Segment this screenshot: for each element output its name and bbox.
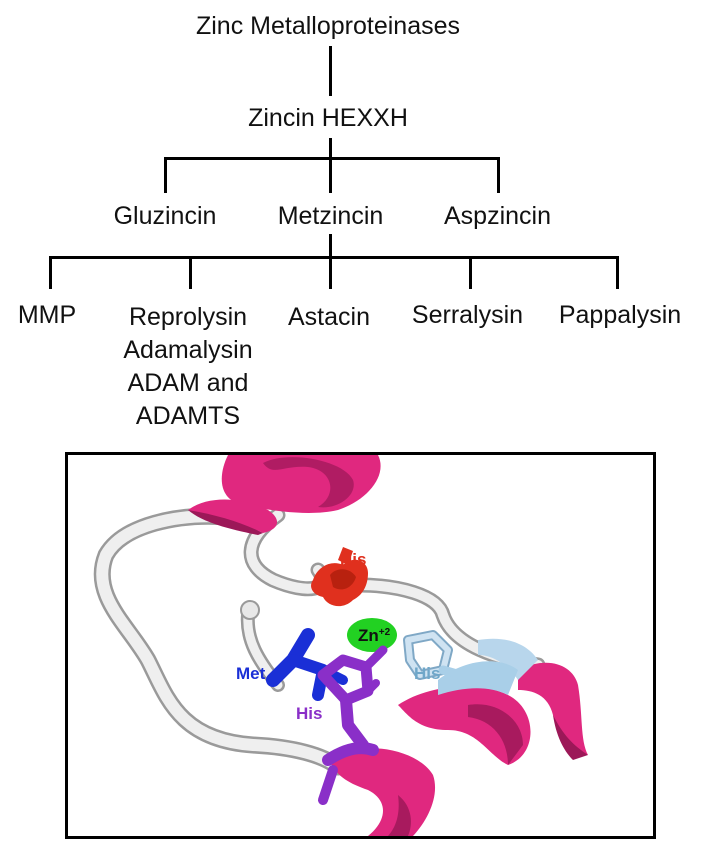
his-top-residue	[311, 547, 368, 607]
zinc-ion	[347, 618, 397, 652]
astacin-node: Astacin	[270, 303, 388, 332]
his-right-residue	[403, 630, 483, 685]
pappalysin-node: Pappalysin	[545, 301, 695, 330]
mmp-label: MMP	[17, 301, 77, 329]
pappalysin-label: Pappalysin	[558, 301, 682, 329]
metzincin-node: Metzincin	[277, 202, 384, 230]
connector-level3-bar	[49, 256, 619, 259]
gluzincin-node: Gluzincin	[113, 202, 217, 230]
root-node: Zinc Metalloproteinases	[195, 12, 460, 40]
met-label: Met	[236, 664, 266, 683]
connector-root-zincin	[329, 46, 332, 96]
connector-mmp	[49, 256, 52, 289]
connector-zincin-down	[329, 138, 332, 158]
connector-gluzincin	[164, 157, 167, 193]
adamalysin-label: Adamalysin	[123, 336, 253, 364]
his-bottom-label: His	[296, 704, 322, 723]
zincin-node: Zincin HEXXH	[248, 104, 408, 132]
connector-astacin	[329, 256, 332, 289]
adamts-label: ADAMTS	[135, 402, 241, 430]
bottom-helix	[328, 638, 588, 836]
zinc-charge: +2	[379, 627, 391, 638]
top-helix	[188, 455, 381, 535]
mmp-node: MMP	[2, 301, 92, 330]
reprolysin-label: Reprolysin	[128, 303, 248, 331]
connector-aspzincin	[497, 157, 500, 193]
his-right-label: His	[414, 664, 440, 683]
serralysin-label: Serralysin	[411, 301, 524, 329]
reprolysin-node: Reprolysin Adamalysin ADAM and ADAMTS	[108, 301, 268, 433]
his-top-label: His	[340, 550, 366, 569]
active-site-structure-panel: His Zn+2 Met His His	[65, 452, 656, 839]
connector-metzincin	[329, 157, 332, 193]
serralysin-node: Serralysin	[395, 301, 540, 330]
adam-and-label: ADAM and	[127, 369, 249, 397]
active-site-structure-image: His Zn+2 Met His His	[93, 455, 588, 836]
connector-metzincin-down	[329, 234, 332, 258]
his-bottom-residue	[317, 645, 388, 805]
connector-pappalysin	[616, 256, 619, 289]
zinc-label: Zn+2	[358, 626, 391, 645]
astacin-label: Astacin	[288, 303, 370, 331]
connector-reprolysin	[189, 256, 192, 289]
zinc-symbol: Zn	[358, 626, 379, 645]
aspzincin-node: Aspzincin	[444, 202, 551, 230]
connector-serralysin	[469, 256, 472, 289]
